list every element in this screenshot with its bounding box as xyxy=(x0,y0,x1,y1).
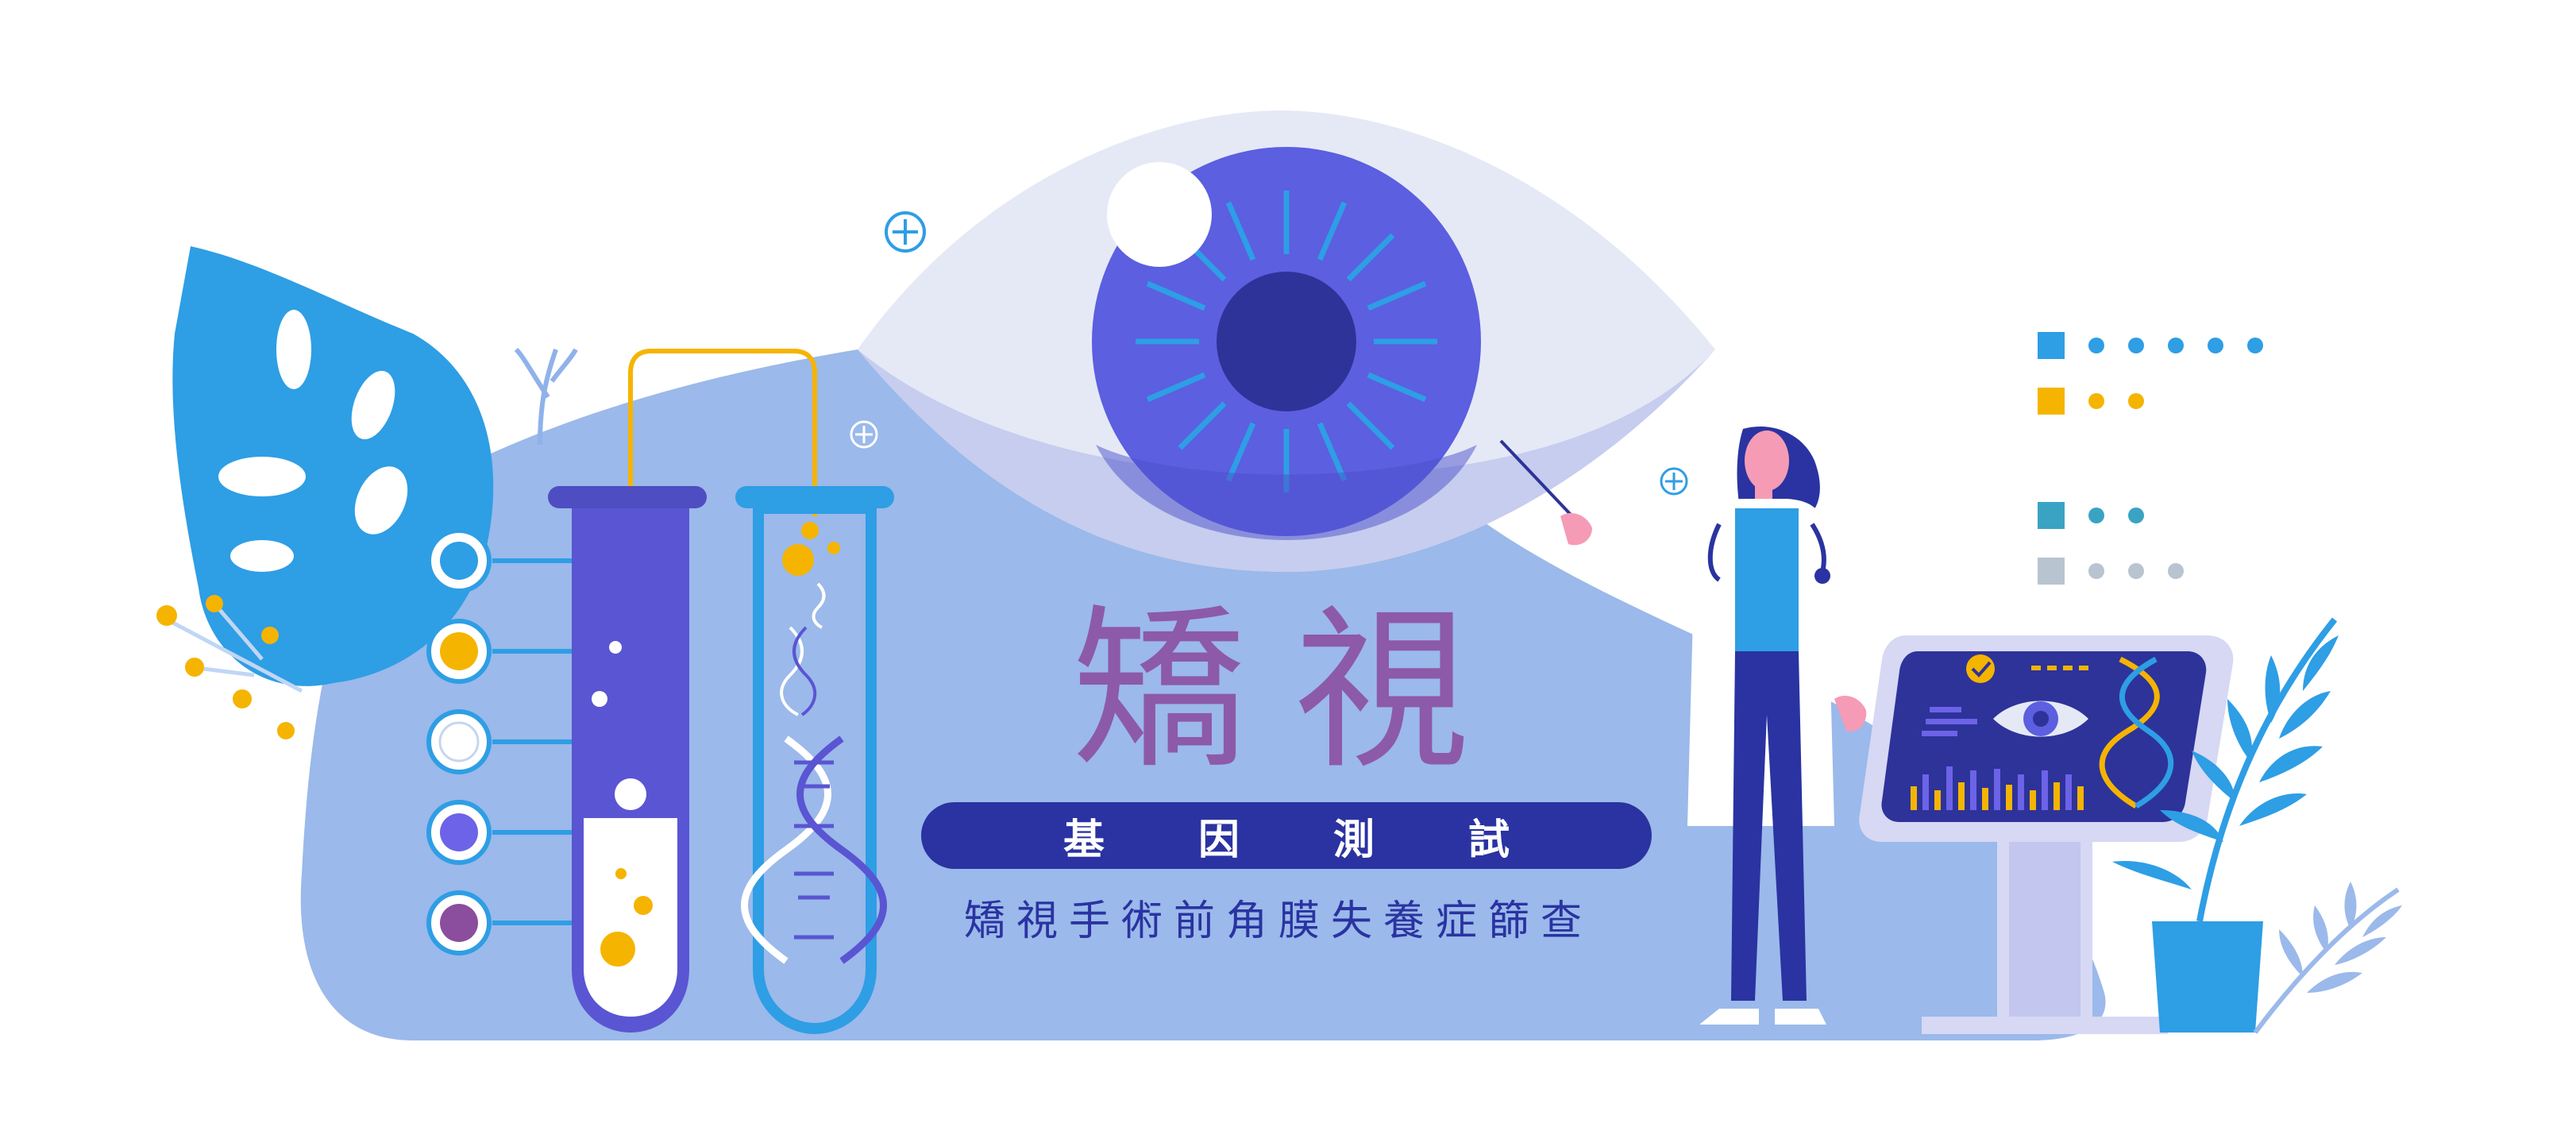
dna-tube-icon xyxy=(735,486,894,1035)
blue-sprig-icon xyxy=(514,347,578,446)
dna-icon xyxy=(2099,656,2174,809)
subtitle: 矯視手術前角膜失養症篩查 xyxy=(963,897,1593,945)
doctor-icon xyxy=(1687,426,1867,1025)
yellow-sprig-icon xyxy=(156,595,303,739)
dna-icon xyxy=(741,735,887,964)
pointer-hand xyxy=(1560,512,1592,546)
monitor-bars xyxy=(1911,766,2084,810)
plus-circle-icon xyxy=(850,420,878,449)
legend-dots xyxy=(426,528,572,955)
banner-char: 試 xyxy=(1467,816,1510,864)
plus-circle-icon xyxy=(885,211,926,253)
banner-char: 測 xyxy=(1332,816,1375,864)
pointer-stick xyxy=(1499,439,1574,518)
banner-char: 基 xyxy=(1062,816,1105,864)
page-title: 矯視 xyxy=(1071,589,1517,793)
monitor-icon xyxy=(1859,635,2234,1034)
legend-squares xyxy=(2038,332,2263,585)
monstera-leaf-icon xyxy=(172,246,494,686)
banner-char: 因 xyxy=(1197,816,1240,864)
connector-arrow xyxy=(628,349,817,755)
test-tube-icon xyxy=(548,486,707,1033)
plus-circle-icon xyxy=(1660,467,1688,496)
genetic-test-banner: 基 因 測 試 xyxy=(921,802,1652,869)
eye-icon xyxy=(858,110,1715,573)
plant-icon xyxy=(2112,617,2402,1034)
